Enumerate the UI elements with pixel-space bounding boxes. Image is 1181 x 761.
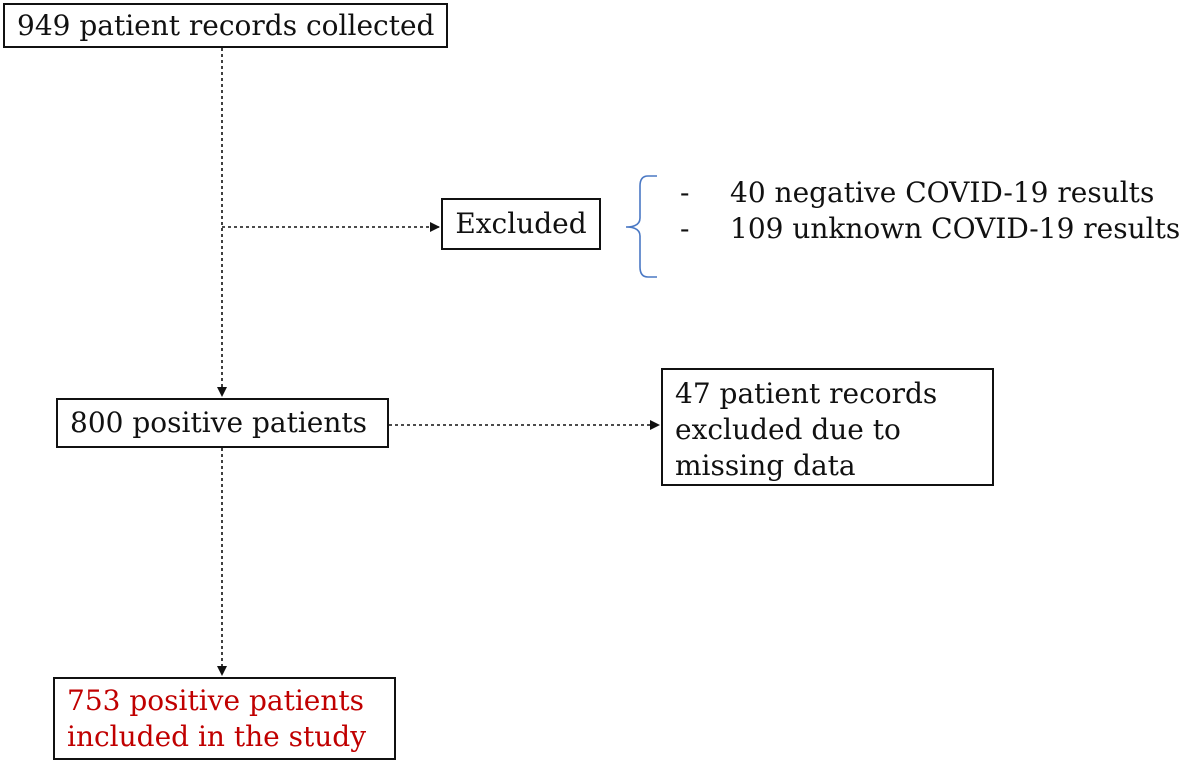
positive-patients-box: 800 positive patients xyxy=(56,398,389,448)
missing-data-line: missing data xyxy=(675,449,856,482)
exclusion-reason-text: 109 unknown COVID-19 results xyxy=(730,212,1181,245)
included-patients-line: included in the study xyxy=(67,720,367,753)
bullet-dash: - xyxy=(680,176,690,209)
included-patients-box: 753 positive patients included in the st… xyxy=(53,677,396,760)
missing-data-line: 47 patient records xyxy=(675,377,938,410)
collected-records-label: 949 patient records collected xyxy=(17,8,435,42)
collected-records-box: 949 patient records collected xyxy=(3,3,448,48)
exclusion-reason-item: - 109 unknown COVID-19 results xyxy=(680,211,1180,247)
exclusion-reason-item: - 40 negative COVID-19 results xyxy=(680,175,1180,211)
exclusion-reason-text: 40 negative COVID-19 results xyxy=(730,176,1155,209)
excluded-box: Excluded xyxy=(441,198,601,250)
excluded-label: Excluded xyxy=(455,207,587,240)
exclusion-reasons-list: - 40 negative COVID-19 results - 109 unk… xyxy=(680,175,1180,247)
bullet-dash: - xyxy=(680,212,690,245)
positive-patients-label: 800 positive patients xyxy=(70,406,367,439)
included-patients-line: 753 positive patients xyxy=(67,684,364,717)
brace-icon xyxy=(625,175,657,278)
missing-data-line: excluded due to xyxy=(675,413,901,446)
missing-data-box: 47 patient records excluded due to missi… xyxy=(661,368,994,486)
